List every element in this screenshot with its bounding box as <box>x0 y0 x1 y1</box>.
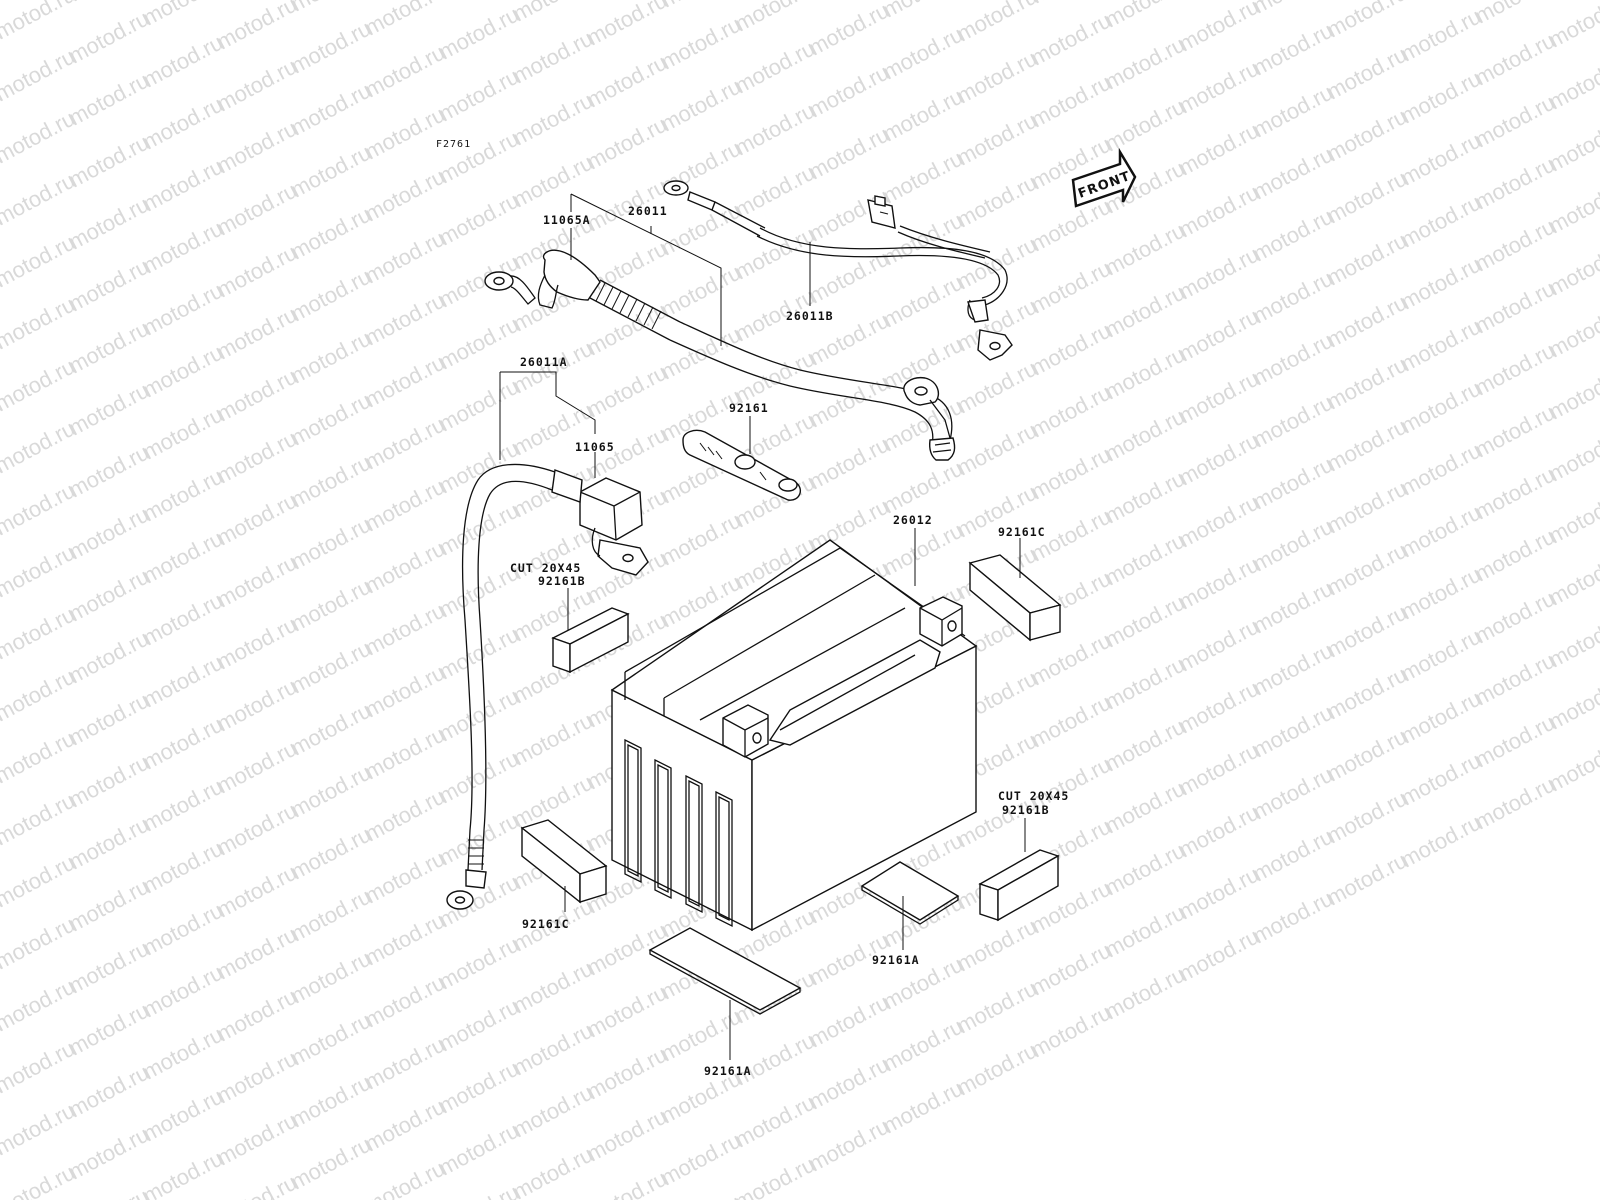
pad-92161A-right <box>860 861 960 925</box>
pad-92161B-left <box>551 607 630 674</box>
cable-26011A <box>446 463 649 910</box>
pad-92161C-top <box>968 554 1062 642</box>
label-92161A-right: 92161A <box>872 953 920 967</box>
label-11065: 11065 <box>575 440 615 454</box>
leader-lines <box>499 193 1026 1060</box>
figure-code: F2761 <box>436 139 471 150</box>
pad-92161A-bottom <box>648 927 802 1015</box>
part-92161-strap <box>682 429 802 501</box>
pad-92161C-bottom <box>520 819 608 904</box>
front-arrow-icon: FRONT <box>1071 147 1137 208</box>
label-92161B-left: 92161B <box>538 574 586 588</box>
battery-26012 <box>610 539 978 932</box>
label-cut-right: CUT 20X45 <box>998 789 1069 803</box>
cable-26011B <box>663 180 1013 361</box>
label-cut-left: CUT 20X45 <box>510 561 581 575</box>
label-92161B-right: 92161B <box>1002 803 1050 817</box>
pad-92161B-right <box>978 849 1060 922</box>
label-92161A-bottom: 92161A <box>704 1064 752 1078</box>
label-26011B: 26011B <box>786 309 834 323</box>
label-26011: 26011 <box>628 204 668 218</box>
label-11065A: 11065A <box>543 213 591 227</box>
cable-26011 <box>484 249 956 461</box>
label-92161: 92161 <box>729 401 769 415</box>
label-92161C-bottom: 92161C <box>522 917 570 931</box>
label-26011A: 26011A <box>520 355 568 369</box>
label-26012: 26012 <box>893 513 933 527</box>
label-92161C-top: 92161C <box>998 525 1046 539</box>
